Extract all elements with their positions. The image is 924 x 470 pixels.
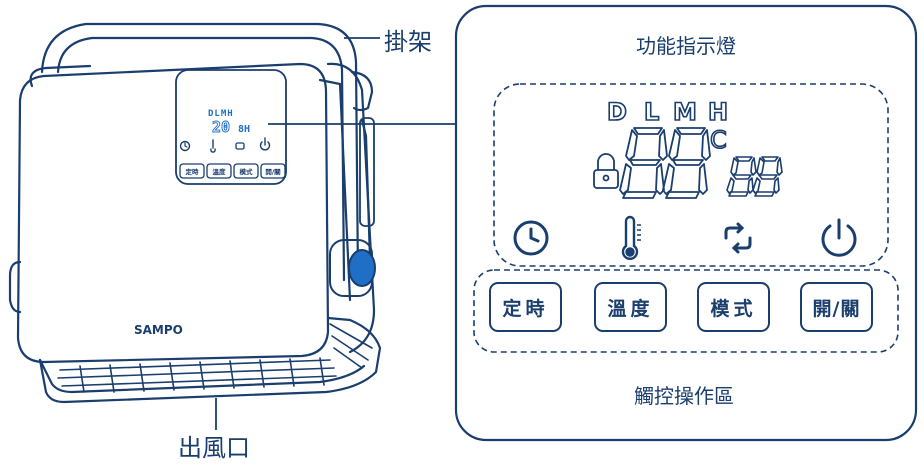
small-button-labels: 定時 溫度 模式 開/關 xyxy=(185,167,282,176)
knob xyxy=(348,249,376,287)
right-side-inner xyxy=(318,78,352,302)
power-icon xyxy=(821,218,857,257)
small-digit-2 xyxy=(752,156,783,197)
small-hours: 8H xyxy=(238,124,250,135)
small-modes: DLMH xyxy=(208,109,234,119)
mode-letter-l: L xyxy=(644,98,659,126)
small-digits: 20 xyxy=(212,118,230,136)
zoom-panel xyxy=(454,4,918,442)
small-loop-icon xyxy=(235,142,245,150)
small-digit-1 xyxy=(726,156,757,197)
air-outlet-label: 出風口 xyxy=(178,434,250,462)
back-casing xyxy=(29,64,92,88)
small-clock-icon xyxy=(179,140,191,152)
hanger-frame xyxy=(40,22,360,282)
unit-letter: C xyxy=(710,126,727,154)
hanger-label: 掛架 xyxy=(384,28,432,56)
grill-slats xyxy=(57,357,337,393)
small-screen xyxy=(175,69,287,185)
grill-lip xyxy=(38,358,366,394)
clock-icon xyxy=(513,220,549,256)
loop-icon xyxy=(724,222,752,254)
front-panel xyxy=(16,62,330,364)
side-bracket xyxy=(359,117,375,227)
big-digits xyxy=(619,127,711,199)
small-btn-label-3: 開/關 xyxy=(265,167,281,176)
big-digit-1 xyxy=(619,127,668,199)
small-digit-pair xyxy=(726,156,783,197)
grill-outer xyxy=(38,316,382,404)
small-power-icon xyxy=(259,137,271,151)
mode-letter-h: H xyxy=(708,98,728,126)
side-slot xyxy=(360,118,372,272)
side-louver xyxy=(329,323,373,369)
small-btn-label-0: 定時 xyxy=(185,167,200,176)
big-digit-2 xyxy=(662,127,711,199)
mode-letter-m: M xyxy=(673,98,697,126)
brand-logo: SAMPO xyxy=(134,323,183,337)
hanger-clip xyxy=(350,70,374,112)
indicator-lights-label: 功能指示燈 xyxy=(636,34,736,58)
power-button[interactable]: 開/關 xyxy=(800,282,873,332)
touch-area xyxy=(473,269,899,353)
heater-illustration xyxy=(8,22,382,404)
indicator-area xyxy=(493,83,889,267)
thermometer-icon xyxy=(621,215,641,260)
small-btn-label-1: 溫度 xyxy=(213,167,227,176)
touch-area-label: 觸控操作區 xyxy=(634,384,734,408)
temperature-button[interactable]: 溫度 xyxy=(594,282,667,332)
left-tab xyxy=(8,260,22,314)
small-btn-label-2: 模式 xyxy=(240,167,254,176)
small-thermo-icon xyxy=(210,139,216,153)
small-clock-hands xyxy=(184,142,188,148)
mode-button[interactable]: 模式 xyxy=(697,282,770,332)
hanger-frame-inner xyxy=(56,36,346,282)
small-button-row xyxy=(179,163,286,179)
timer-button[interactable]: 定時 xyxy=(489,282,562,332)
mode-letters: D L M H xyxy=(606,97,729,127)
mode-letter-d: D xyxy=(607,98,627,126)
lock-icon xyxy=(593,153,619,189)
